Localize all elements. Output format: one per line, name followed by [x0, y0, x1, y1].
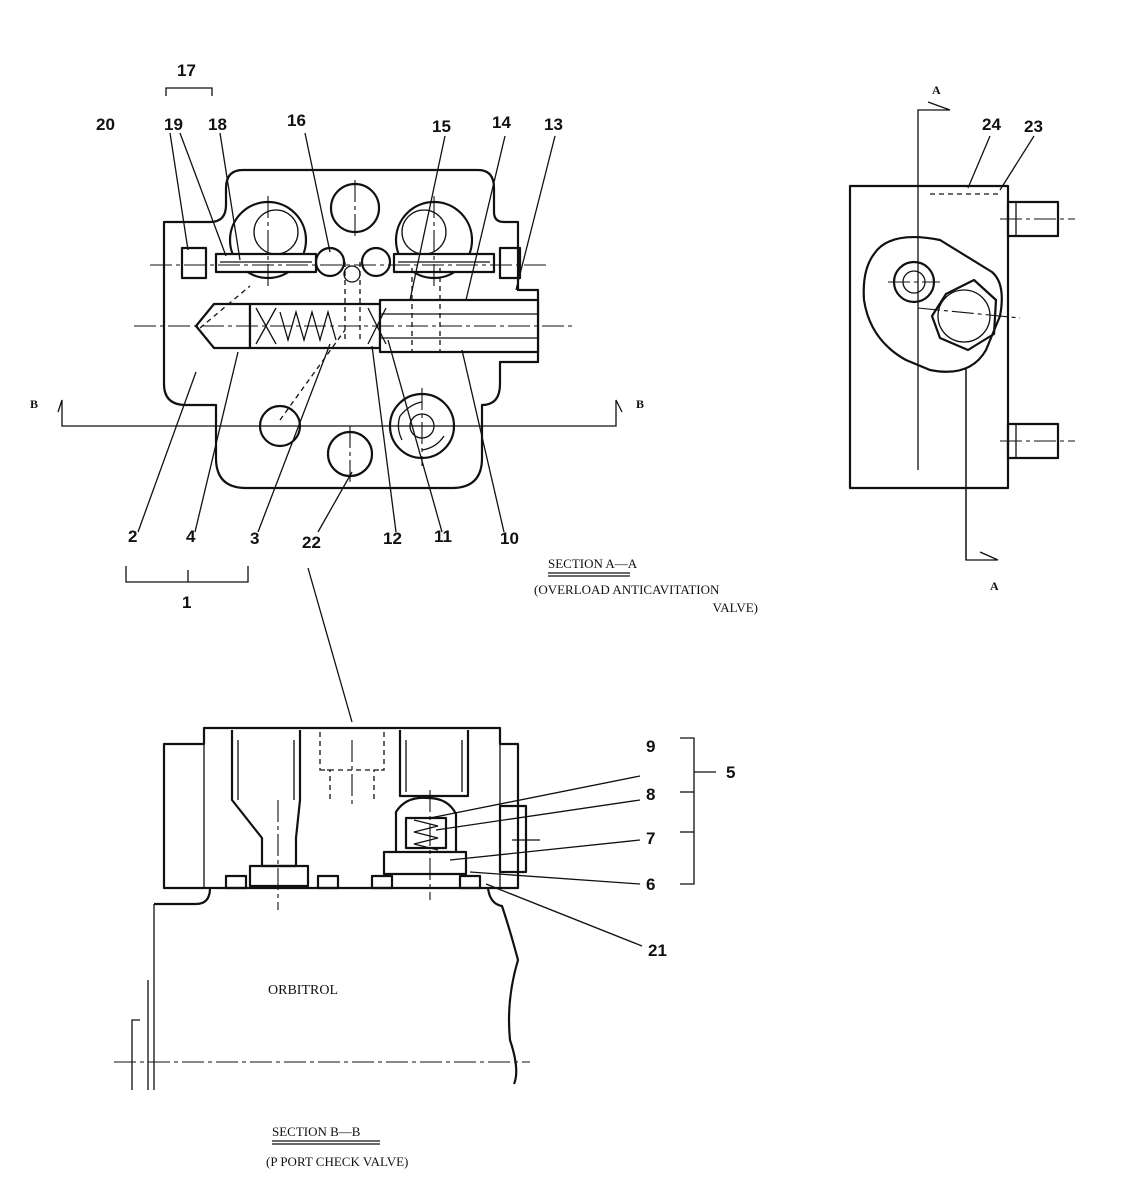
spring-seat	[404, 816, 448, 850]
ball	[360, 246, 392, 278]
valve-body-outline	[162, 168, 540, 490]
hex-nut-inner	[937, 289, 991, 343]
ball	[314, 246, 346, 278]
callout-19: 19	[164, 115, 183, 134]
section-mark-b-left: B	[30, 397, 38, 411]
section-markers: B B A A	[30, 83, 999, 593]
section-mark-b-right: B	[636, 397, 644, 411]
section-b-view	[114, 567, 716, 1090]
hex-side	[498, 804, 528, 874]
callout-24: 24	[982, 115, 1001, 134]
callout-9: 9	[646, 737, 655, 756]
right-port	[398, 730, 470, 798]
section-b-title: SECTION B—B	[272, 1124, 361, 1139]
section-a-title: SECTION A—A	[548, 556, 638, 571]
callout-10: 10	[500, 529, 519, 548]
section-a-subtitle-1: (OVERLOAD ANTICAVITATION	[534, 582, 720, 597]
leaders-a	[125, 87, 556, 583]
section-b-cut-line	[57, 399, 623, 427]
cap-right	[498, 246, 522, 280]
callout-20: 20	[96, 115, 115, 134]
plug-left	[214, 252, 318, 274]
callout-22: 22	[302, 533, 321, 552]
callout-18: 18	[208, 115, 227, 134]
callout-labels: 17 20 19 18 16 15 14 13 2 4 3 22 12 11 1…	[96, 61, 1043, 960]
flange	[862, 236, 1003, 373]
side-body	[848, 184, 1010, 490]
bracket-5	[680, 737, 716, 885]
section-a-view	[57, 168, 623, 490]
callout-3: 3	[250, 529, 259, 548]
section-b-subtitle: (P PORT CHECK VALVE)	[266, 1154, 408, 1169]
check-nut	[382, 850, 468, 876]
callout-15: 15	[432, 117, 451, 136]
ball-small	[343, 265, 361, 283]
callout-23: 23	[1024, 117, 1043, 136]
callout-12: 12	[383, 529, 402, 548]
check-spring	[413, 819, 439, 851]
seal-plate	[248, 864, 310, 888]
orbitrol-label: ORBITROL	[268, 983, 338, 998]
callout-21: 21	[648, 941, 667, 960]
port-inner	[253, 209, 299, 255]
callout-14: 14	[492, 113, 511, 132]
callout-2: 2	[128, 527, 137, 546]
section-mark-a-top: A	[932, 83, 941, 97]
callout-16: 16	[287, 111, 306, 130]
cap-left	[180, 246, 208, 280]
callout-17: 17	[177, 61, 196, 80]
bracket-17	[165, 87, 213, 96]
section-a-subtitle-2: VALVE)	[712, 600, 758, 615]
callout-6: 6	[646, 875, 655, 894]
callout-1: 1	[182, 593, 191, 612]
section-a-cut-line	[917, 101, 951, 470]
callout-13: 13	[544, 115, 563, 134]
callout-5: 5	[726, 763, 735, 782]
callout-7: 7	[646, 829, 655, 848]
plug-right	[392, 252, 496, 274]
callout-4: 4	[186, 527, 196, 546]
side-view	[848, 101, 1075, 561]
bracket-1	[125, 566, 249, 583]
callout-11: 11	[434, 527, 452, 546]
section-mark-a-bottom: A	[990, 579, 999, 593]
section-b-caption: SECTION B—B (P PORT CHECK VALVE)	[266, 1124, 408, 1169]
orbitrol-body	[154, 887, 520, 1085]
hex-nut	[930, 278, 998, 352]
section-a-caption: SECTION A—A (OVERLOAD ANTICAVITATION VAL…	[534, 556, 758, 615]
callout-8: 8	[646, 785, 655, 804]
left-port	[230, 730, 302, 868]
